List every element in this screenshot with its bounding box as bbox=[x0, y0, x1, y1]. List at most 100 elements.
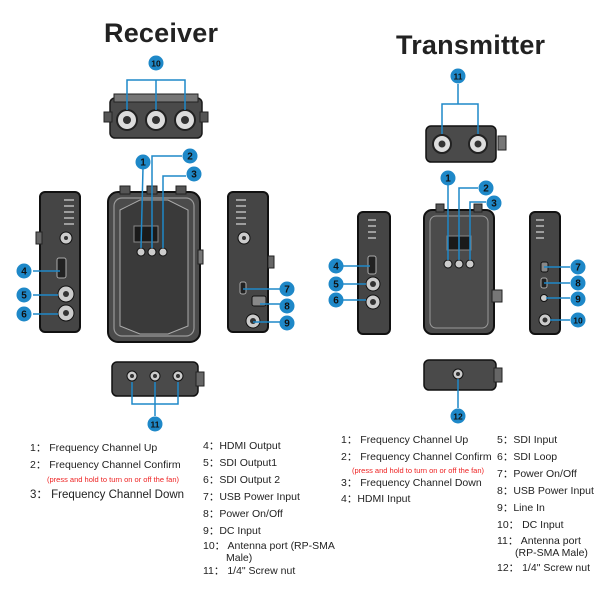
receiver-legend-item-8: 8：Power On/Off bbox=[203, 508, 283, 520]
transmitter-legend-item-5: 5：SDI Input bbox=[497, 434, 558, 446]
receiver-legend-item-7: 7：USB Power Input bbox=[203, 491, 300, 503]
receiver-callout-label-4: 4 bbox=[21, 267, 27, 278]
transmitter-callout-label-1: 1 bbox=[445, 174, 451, 185]
receiver-legend-item-9: 9：DC Input bbox=[203, 525, 261, 537]
receiver-legend-item-10: 10： Antenna port (RP-SMA bbox=[203, 540, 335, 552]
receiver-callout-7: 7 bbox=[279, 281, 295, 297]
transmitter-button-1 bbox=[443, 259, 453, 269]
receiver-callout-label-2: 2 bbox=[187, 152, 193, 163]
transmitter-front-view bbox=[423, 203, 503, 335]
transmitter-callout-1: 1 bbox=[440, 170, 456, 186]
receiver-bottom-view bbox=[111, 361, 205, 397]
transmitter-left-side-view bbox=[357, 211, 391, 335]
transmitter-callout-3: 3 bbox=[486, 195, 502, 211]
transmitter-callout-label-12: 12 bbox=[453, 412, 463, 422]
transmitter-legend-item-9: 9：Line In bbox=[497, 502, 545, 514]
transmitter-legend-item-3: 3： Frequency Channel Down bbox=[341, 477, 482, 489]
receiver-callout-6: 6 bbox=[16, 306, 32, 322]
callout-leader-lines bbox=[33, 79, 570, 416]
receiver-usb-port bbox=[239, 281, 247, 295]
receiver-callout-8: 8 bbox=[279, 298, 295, 314]
transmitter-callout-10: 10 bbox=[570, 312, 586, 328]
transmitter-legend-item-10: 10： DC Input bbox=[497, 519, 564, 531]
receiver-callout-label-1: 1 bbox=[140, 158, 146, 169]
receiver-button-2 bbox=[147, 247, 157, 257]
receiver-legend-item-2: 2： Frequency Channel Confirm bbox=[30, 459, 181, 471]
transmitter-legend-item-11: 11： Antenna port bbox=[497, 535, 581, 547]
receiver-callout-label-11: 11 bbox=[151, 420, 160, 430]
receiver-legend-item-5: 5：SDI Output1 bbox=[203, 457, 278, 469]
transmitter-button-2 bbox=[454, 259, 464, 269]
transmitter-bottom-view bbox=[423, 359, 503, 391]
receiver-callout-9: 9 bbox=[279, 315, 295, 331]
receiver-top-antenna-1 bbox=[116, 109, 138, 131]
transmitter-hdmi-port bbox=[367, 255, 377, 275]
transmitter-top-antenna-2 bbox=[468, 134, 488, 154]
transmitter-legend-item-12: 12： 1/4" Screw nut bbox=[497, 562, 591, 574]
transmitter-callout-2: 2 bbox=[478, 180, 494, 196]
receiver-front-view bbox=[107, 185, 204, 343]
receiver-button-3 bbox=[158, 247, 168, 257]
transmitter-callout-label-8: 8 bbox=[575, 279, 581, 290]
receiver-hdmi-port bbox=[56, 257, 67, 279]
transmitter-right-side-view bbox=[529, 211, 561, 335]
receiver-title: Receiver bbox=[104, 18, 219, 48]
receiver-callout-label-8: 8 bbox=[284, 302, 290, 313]
transmitter-legend-item-7: 7：Power On/Off bbox=[497, 468, 577, 480]
transmitter-legend-item-1: 1： Frequency Channel Up bbox=[341, 434, 469, 446]
transmitter-top-antenna-1 bbox=[432, 134, 452, 154]
transmitter-top-view bbox=[425, 125, 507, 163]
transmitter-callout-label-11: 11 bbox=[454, 72, 463, 82]
receiver-callout-11: 11 bbox=[147, 416, 163, 432]
transmitter-legend-item-11-cont: (RP-SMA Male) bbox=[515, 547, 588, 559]
transmitter-callout-label-5: 5 bbox=[333, 280, 339, 291]
receiver-legend-item-11: 11： 1/4" Screw nut bbox=[203, 565, 296, 577]
transmitter-callout-label-9: 9 bbox=[575, 295, 581, 306]
transmitter-title: Transmitter bbox=[396, 30, 546, 60]
receiver-left-side-view bbox=[35, 191, 81, 333]
transmitter-legend-item-6: 6：SDI Loop bbox=[497, 451, 558, 463]
receiver-callout-label-9: 9 bbox=[284, 319, 290, 330]
transmitter-callout-9: 9 bbox=[570, 291, 586, 307]
transmitter-button-3 bbox=[465, 259, 475, 269]
transmitter-callout-label-3: 3 bbox=[491, 199, 497, 210]
transmitter-legend-item-8: 8：USB Power Input bbox=[497, 485, 594, 497]
transmitter-callout-label-2: 2 bbox=[483, 184, 489, 195]
receiver-callout-10: 10 bbox=[148, 55, 164, 71]
receiver-button-1 bbox=[136, 247, 146, 257]
receiver-legend-item-4: 4：HDMI Output bbox=[203, 440, 281, 452]
transmitter-callout-5: 5 bbox=[328, 276, 344, 292]
receiver-legend-item-10-cont: Male) bbox=[226, 552, 253, 564]
transmitter-legend-item-2: 2： Frequency Channel Confirm bbox=[341, 451, 492, 463]
transmitter-callout-11: 11 bbox=[450, 68, 466, 84]
receiver-top-antenna-2 bbox=[145, 109, 167, 131]
transmitter-legend-item-4: 4：HDMI Input bbox=[341, 493, 411, 505]
transmitter-callout-6: 6 bbox=[328, 292, 344, 308]
receiver-callout-1: 1 bbox=[135, 154, 151, 170]
receiver-callout-label-7: 7 bbox=[284, 285, 290, 296]
transmitter-legend-item-2-note: (press and hold to turn on or off the fa… bbox=[352, 466, 485, 475]
transmitter-callout-12: 12 bbox=[450, 408, 466, 424]
receiver-callout-label-6: 6 bbox=[21, 310, 27, 321]
receiver-callout-5: 5 bbox=[16, 287, 32, 303]
receiver-legend-item-1: 1： Frequency Channel Up bbox=[30, 442, 158, 454]
receiver-callout-4: 4 bbox=[16, 263, 32, 279]
transmitter-callout-8: 8 bbox=[570, 275, 586, 291]
receiver-top-antenna-3 bbox=[174, 109, 196, 131]
receiver-callout-label-5: 5 bbox=[21, 291, 27, 302]
receiver-legend-item-2-note: (press and hold to turn on or off the fa… bbox=[47, 475, 180, 484]
receiver-callout-label-3: 3 bbox=[191, 170, 197, 181]
transmitter-callout-4: 4 bbox=[328, 258, 344, 274]
receiver-callout-label-10: 10 bbox=[151, 59, 161, 69]
transmitter-callout-label-4: 4 bbox=[333, 262, 339, 273]
transmitter-callout-label-7: 7 bbox=[575, 263, 581, 274]
transmitter-callout-label-10: 10 bbox=[573, 316, 583, 326]
receiver-legend-item-6: 6：SDI Output 2 bbox=[203, 474, 281, 486]
receiver-callout-2: 2 bbox=[182, 148, 198, 164]
receiver-legend-item-3: 3： Frequency Channel Down bbox=[30, 489, 185, 501]
receiver-right-side-view bbox=[227, 191, 275, 333]
transmitter-callout-7: 7 bbox=[570, 259, 586, 275]
